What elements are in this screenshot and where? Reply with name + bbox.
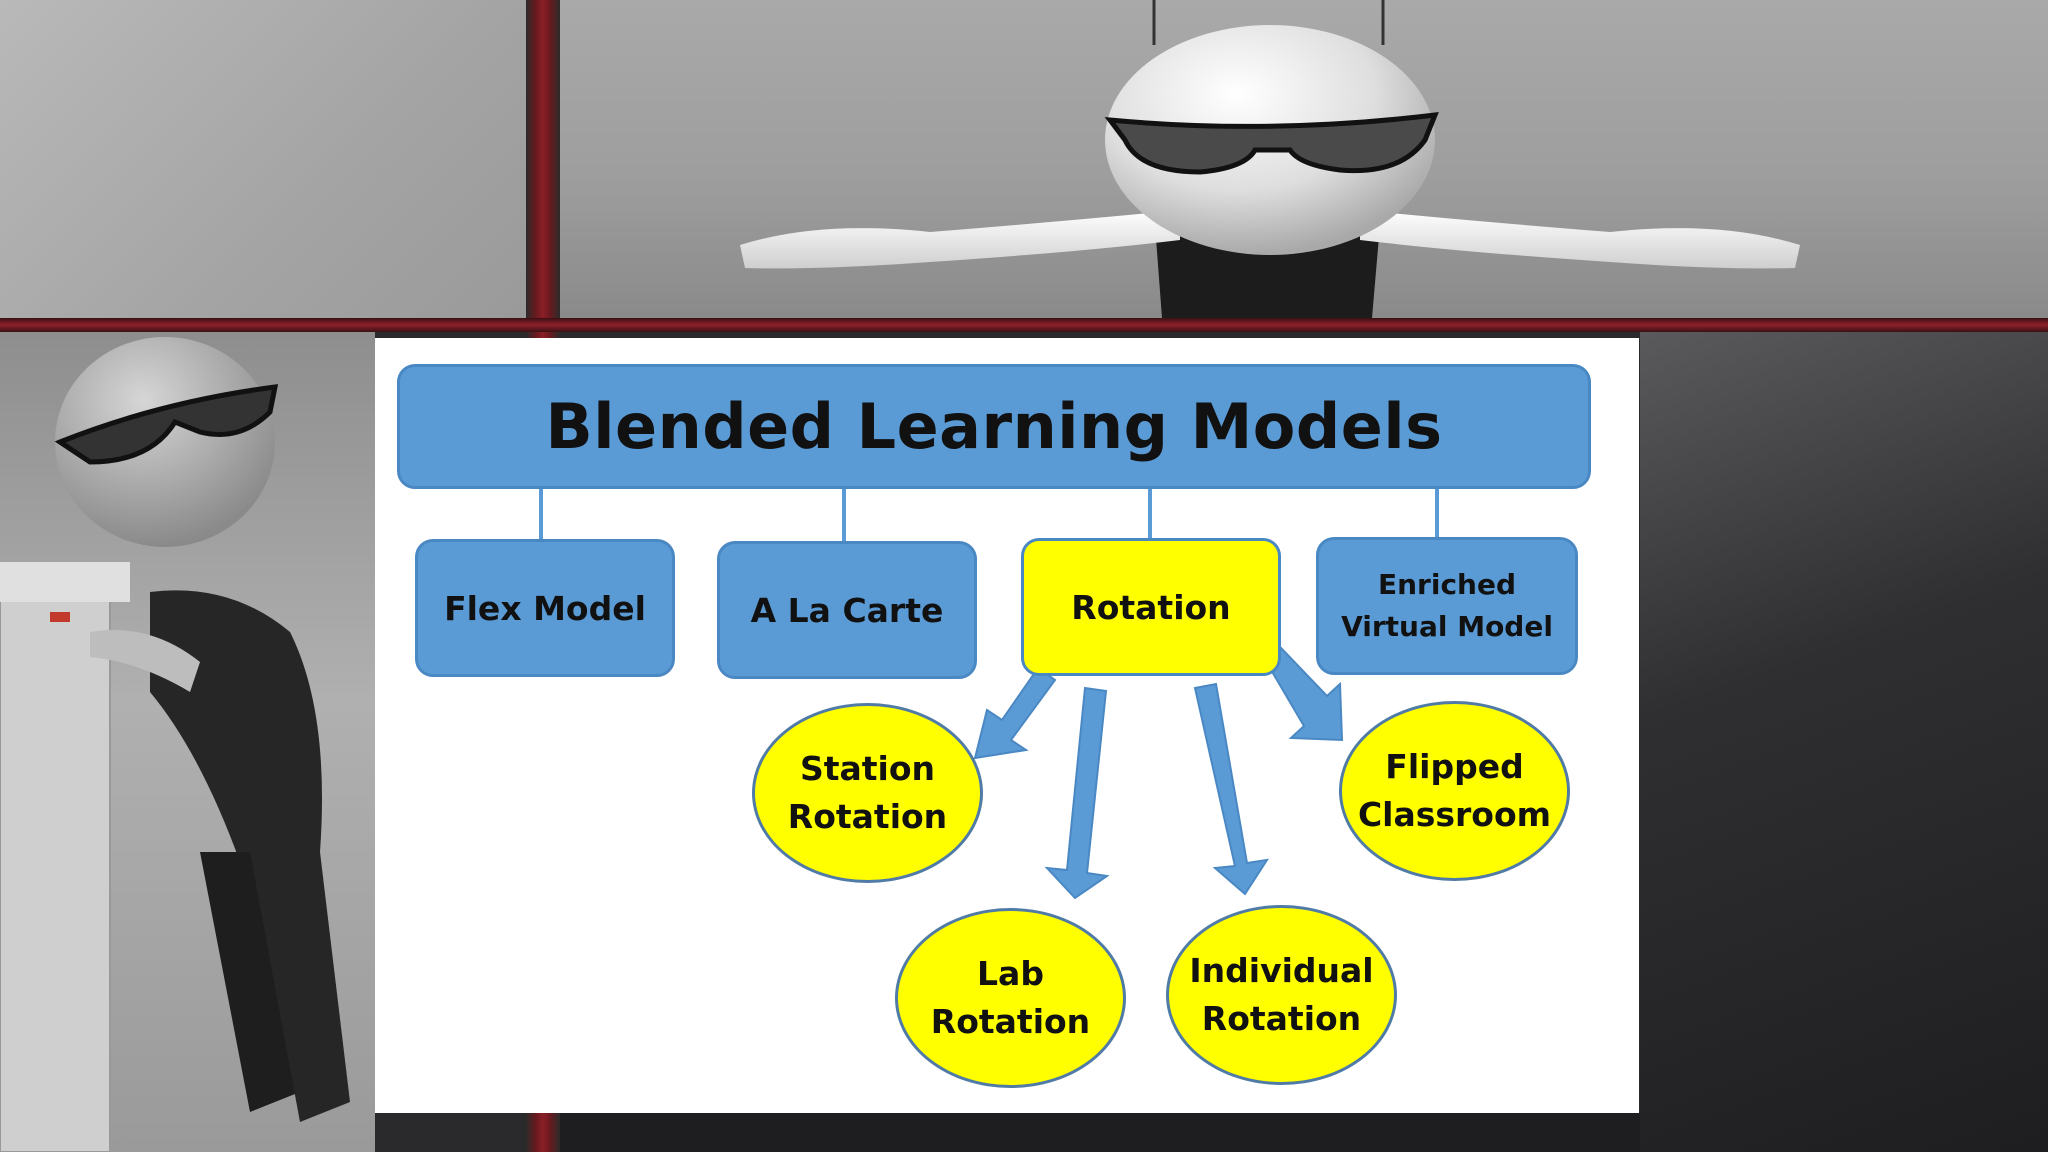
stick-figure-illustration-top <box>700 0 1840 318</box>
model-label-flex: Flex Model <box>444 588 646 628</box>
rotation-label-station: Station Rotation <box>787 749 948 836</box>
model-label-enriched-virtual: Enriched Virtual Model <box>1341 568 1553 643</box>
diagram-connectors <box>539 489 1439 900</box>
diagram-title-box: Blended Learning Models <box>397 364 1591 489</box>
rotation-node-flipped-classroom: Flipped Classroom <box>1339 701 1570 881</box>
rotation-label-lab: Lab Rotation <box>930 954 1091 1041</box>
rotation-label-individual: Individual Rotation <box>1189 951 1374 1038</box>
rotation-node-individual: Individual Rotation <box>1166 905 1397 1085</box>
arrow-to-station-rotation <box>973 666 1057 760</box>
model-label-a-la-carte: A La Carte <box>750 590 944 630</box>
model-node-enriched-virtual: Enriched Virtual Model <box>1316 537 1578 675</box>
model-node-a-la-carte: A La Carte <box>717 541 977 679</box>
arrow-to-flipped-classroom <box>1265 646 1344 742</box>
arrow-to-lab-rotation <box>1044 686 1110 900</box>
model-node-rotation: Rotation <box>1021 538 1281 676</box>
diagram-title: Blended Learning Models <box>545 390 1443 463</box>
model-node-flex: Flex Model <box>415 539 675 677</box>
background-panel-bottom-mid <box>560 1112 1640 1152</box>
background-panel-bottom-right <box>1640 332 2048 1152</box>
rotation-node-station: Station Rotation <box>752 703 983 883</box>
background-panel-top-left <box>0 0 526 318</box>
diagram-slide: Blended Learning Models Flex Model A La … <box>375 338 1639 1113</box>
rotation-label-flipped-classroom: Flipped Classroom <box>1357 747 1552 834</box>
stick-figure-illustration-left <box>0 332 375 1152</box>
model-label-rotation: Rotation <box>1071 587 1231 627</box>
rotation-node-lab: Lab Rotation <box>895 908 1126 1088</box>
arrow-to-individual-rotation <box>1193 682 1270 896</box>
frame-divider-horizontal <box>0 318 2048 332</box>
